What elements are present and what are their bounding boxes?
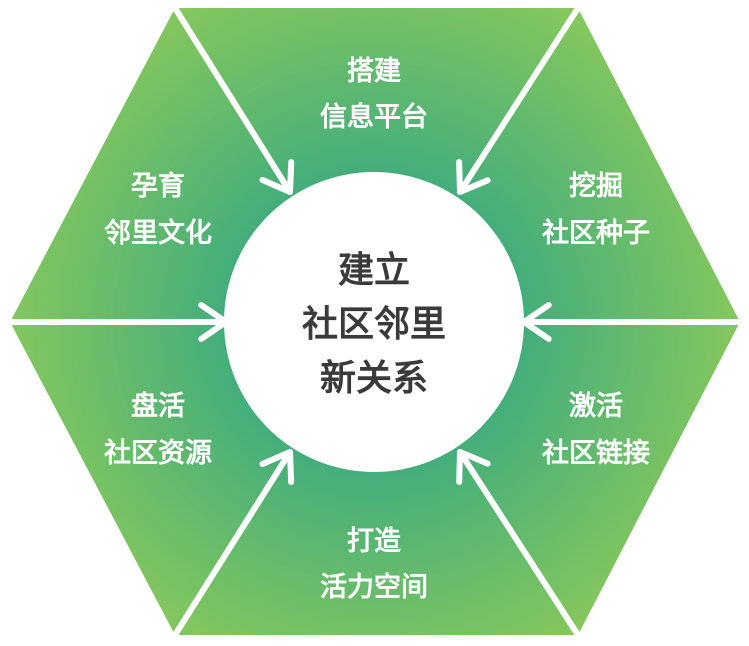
segment-top-line-2: 信息平台: [320, 101, 428, 133]
segment-bottom-line-2: 活力空间: [320, 571, 428, 603]
segment-bottom-left-line-2: 社区资源: [104, 437, 212, 469]
segment-bottom-right-line-2: 社区链接: [542, 437, 650, 469]
segment-top-right-line-2: 社区种子: [542, 217, 650, 249]
arrow-top-right: [456, 5, 581, 195]
center-line-2: 社区邻里: [302, 304, 446, 345]
segment-top-right-line-1: 挖掘: [569, 170, 623, 202]
segment-bottom-line-1: 打造: [347, 526, 401, 557]
center-line-3: 新关系: [320, 358, 428, 399]
center-circle: [224, 172, 524, 472]
arrow-top-left: [172, 5, 295, 195]
segment-bottom-right-line-1: 激活: [569, 390, 623, 422]
arrow-bottom-right: [456, 449, 581, 638]
segment-top-left-line-2: 邻里文化: [104, 217, 212, 249]
segment-top-left-line-1: 孕育: [131, 170, 185, 202]
segment-bottom-left-line-1: 盘活: [131, 390, 185, 422]
segment-top-line-1: 搭建: [347, 56, 401, 87]
arrow-bottom-left: [172, 449, 295, 638]
center-line-1: 建立: [338, 250, 410, 291]
